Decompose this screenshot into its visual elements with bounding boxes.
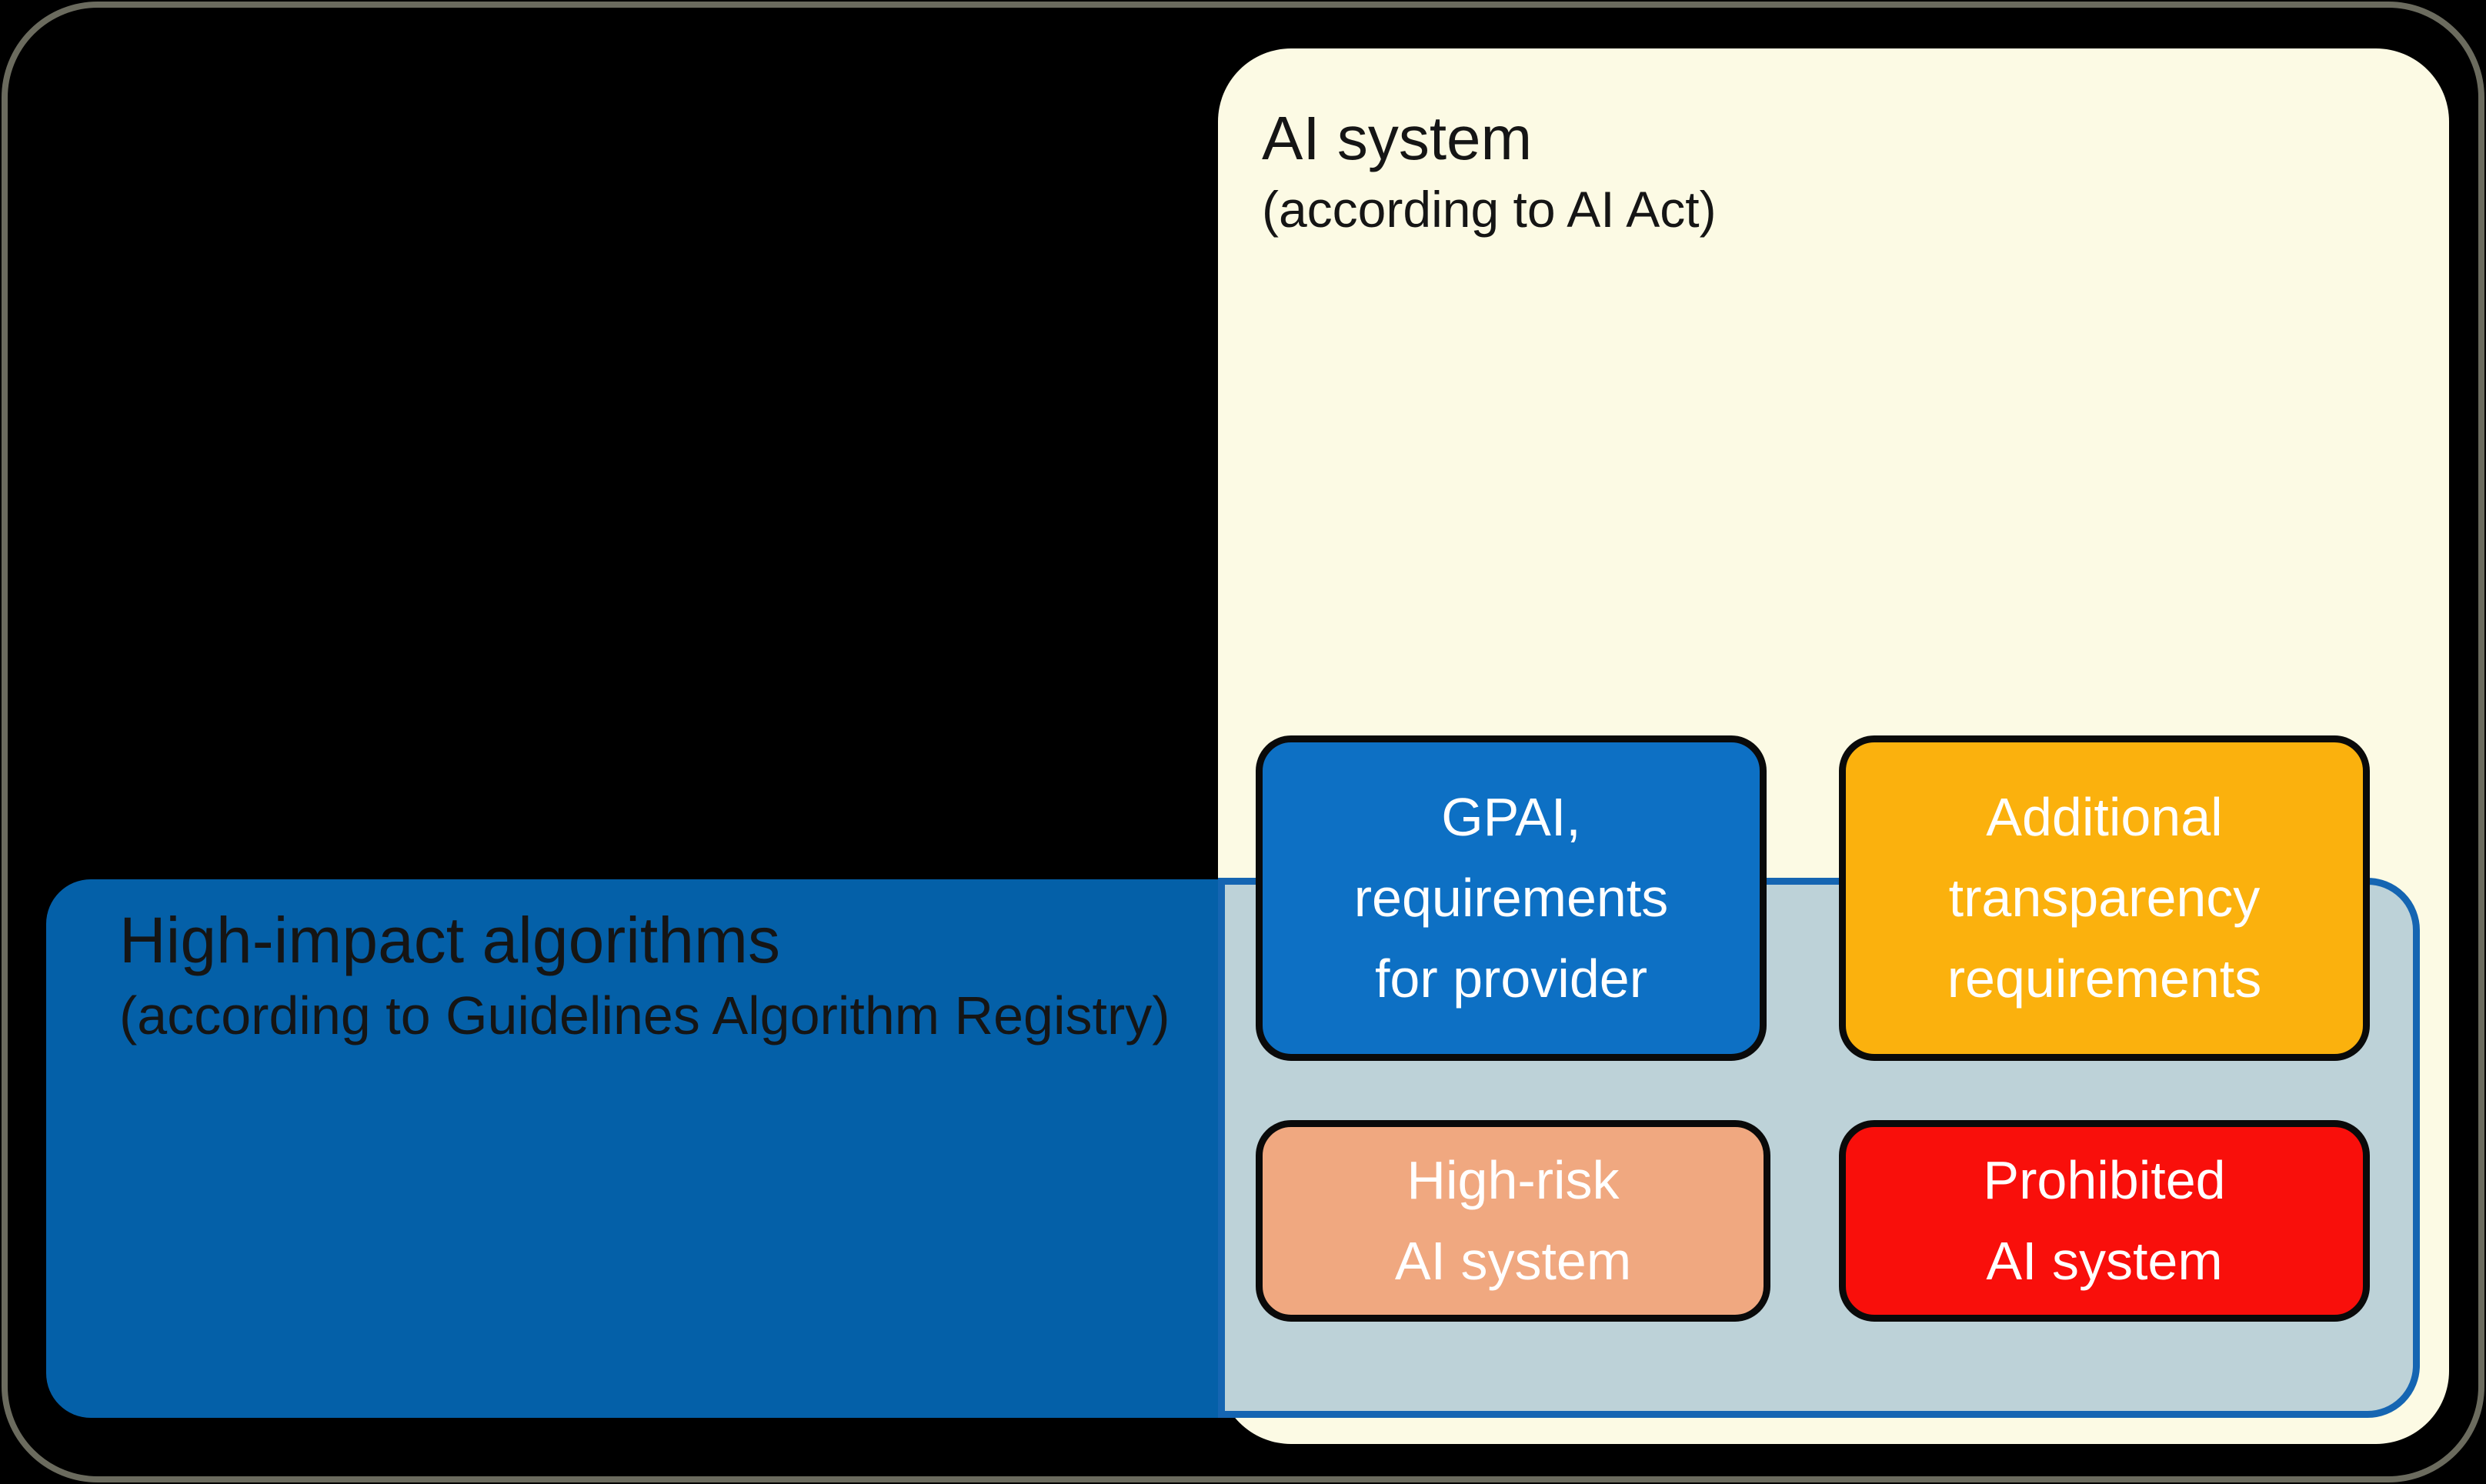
high-risk-ai-system-label: High-risk AI system — [1394, 1150, 1632, 1291]
ai-system-label: AI system (according to AI Act) — [1262, 100, 1717, 243]
high-impact-label: High-impact algorithms (according to Gui… — [119, 900, 1170, 1051]
gpai-requirements-label: GPAI, requirements for provider — [1353, 787, 1669, 1009]
high-impact-subtitle: (according to Guidelines Algorithm Regis… — [119, 985, 1170, 1045]
high-impact-title: High-impact algorithms — [119, 904, 780, 976]
additional-transparency-label: Additional transparency requirements — [1947, 787, 2262, 1009]
prohibited-ai-system-label: Prohibited AI system — [1983, 1150, 2226, 1291]
gpai-requirements-box: GPAI, requirements for provider — [1256, 735, 1767, 1061]
ai-system-title: AI system — [1262, 104, 1533, 172]
additional-transparency-box: Additional transparency requirements — [1839, 735, 2370, 1061]
high-risk-ai-system-box: High-risk AI system — [1256, 1120, 1770, 1322]
ai-system-subtitle: (according to AI Act) — [1262, 181, 1717, 238]
prohibited-ai-system-box: Prohibited AI system — [1839, 1120, 2370, 1322]
